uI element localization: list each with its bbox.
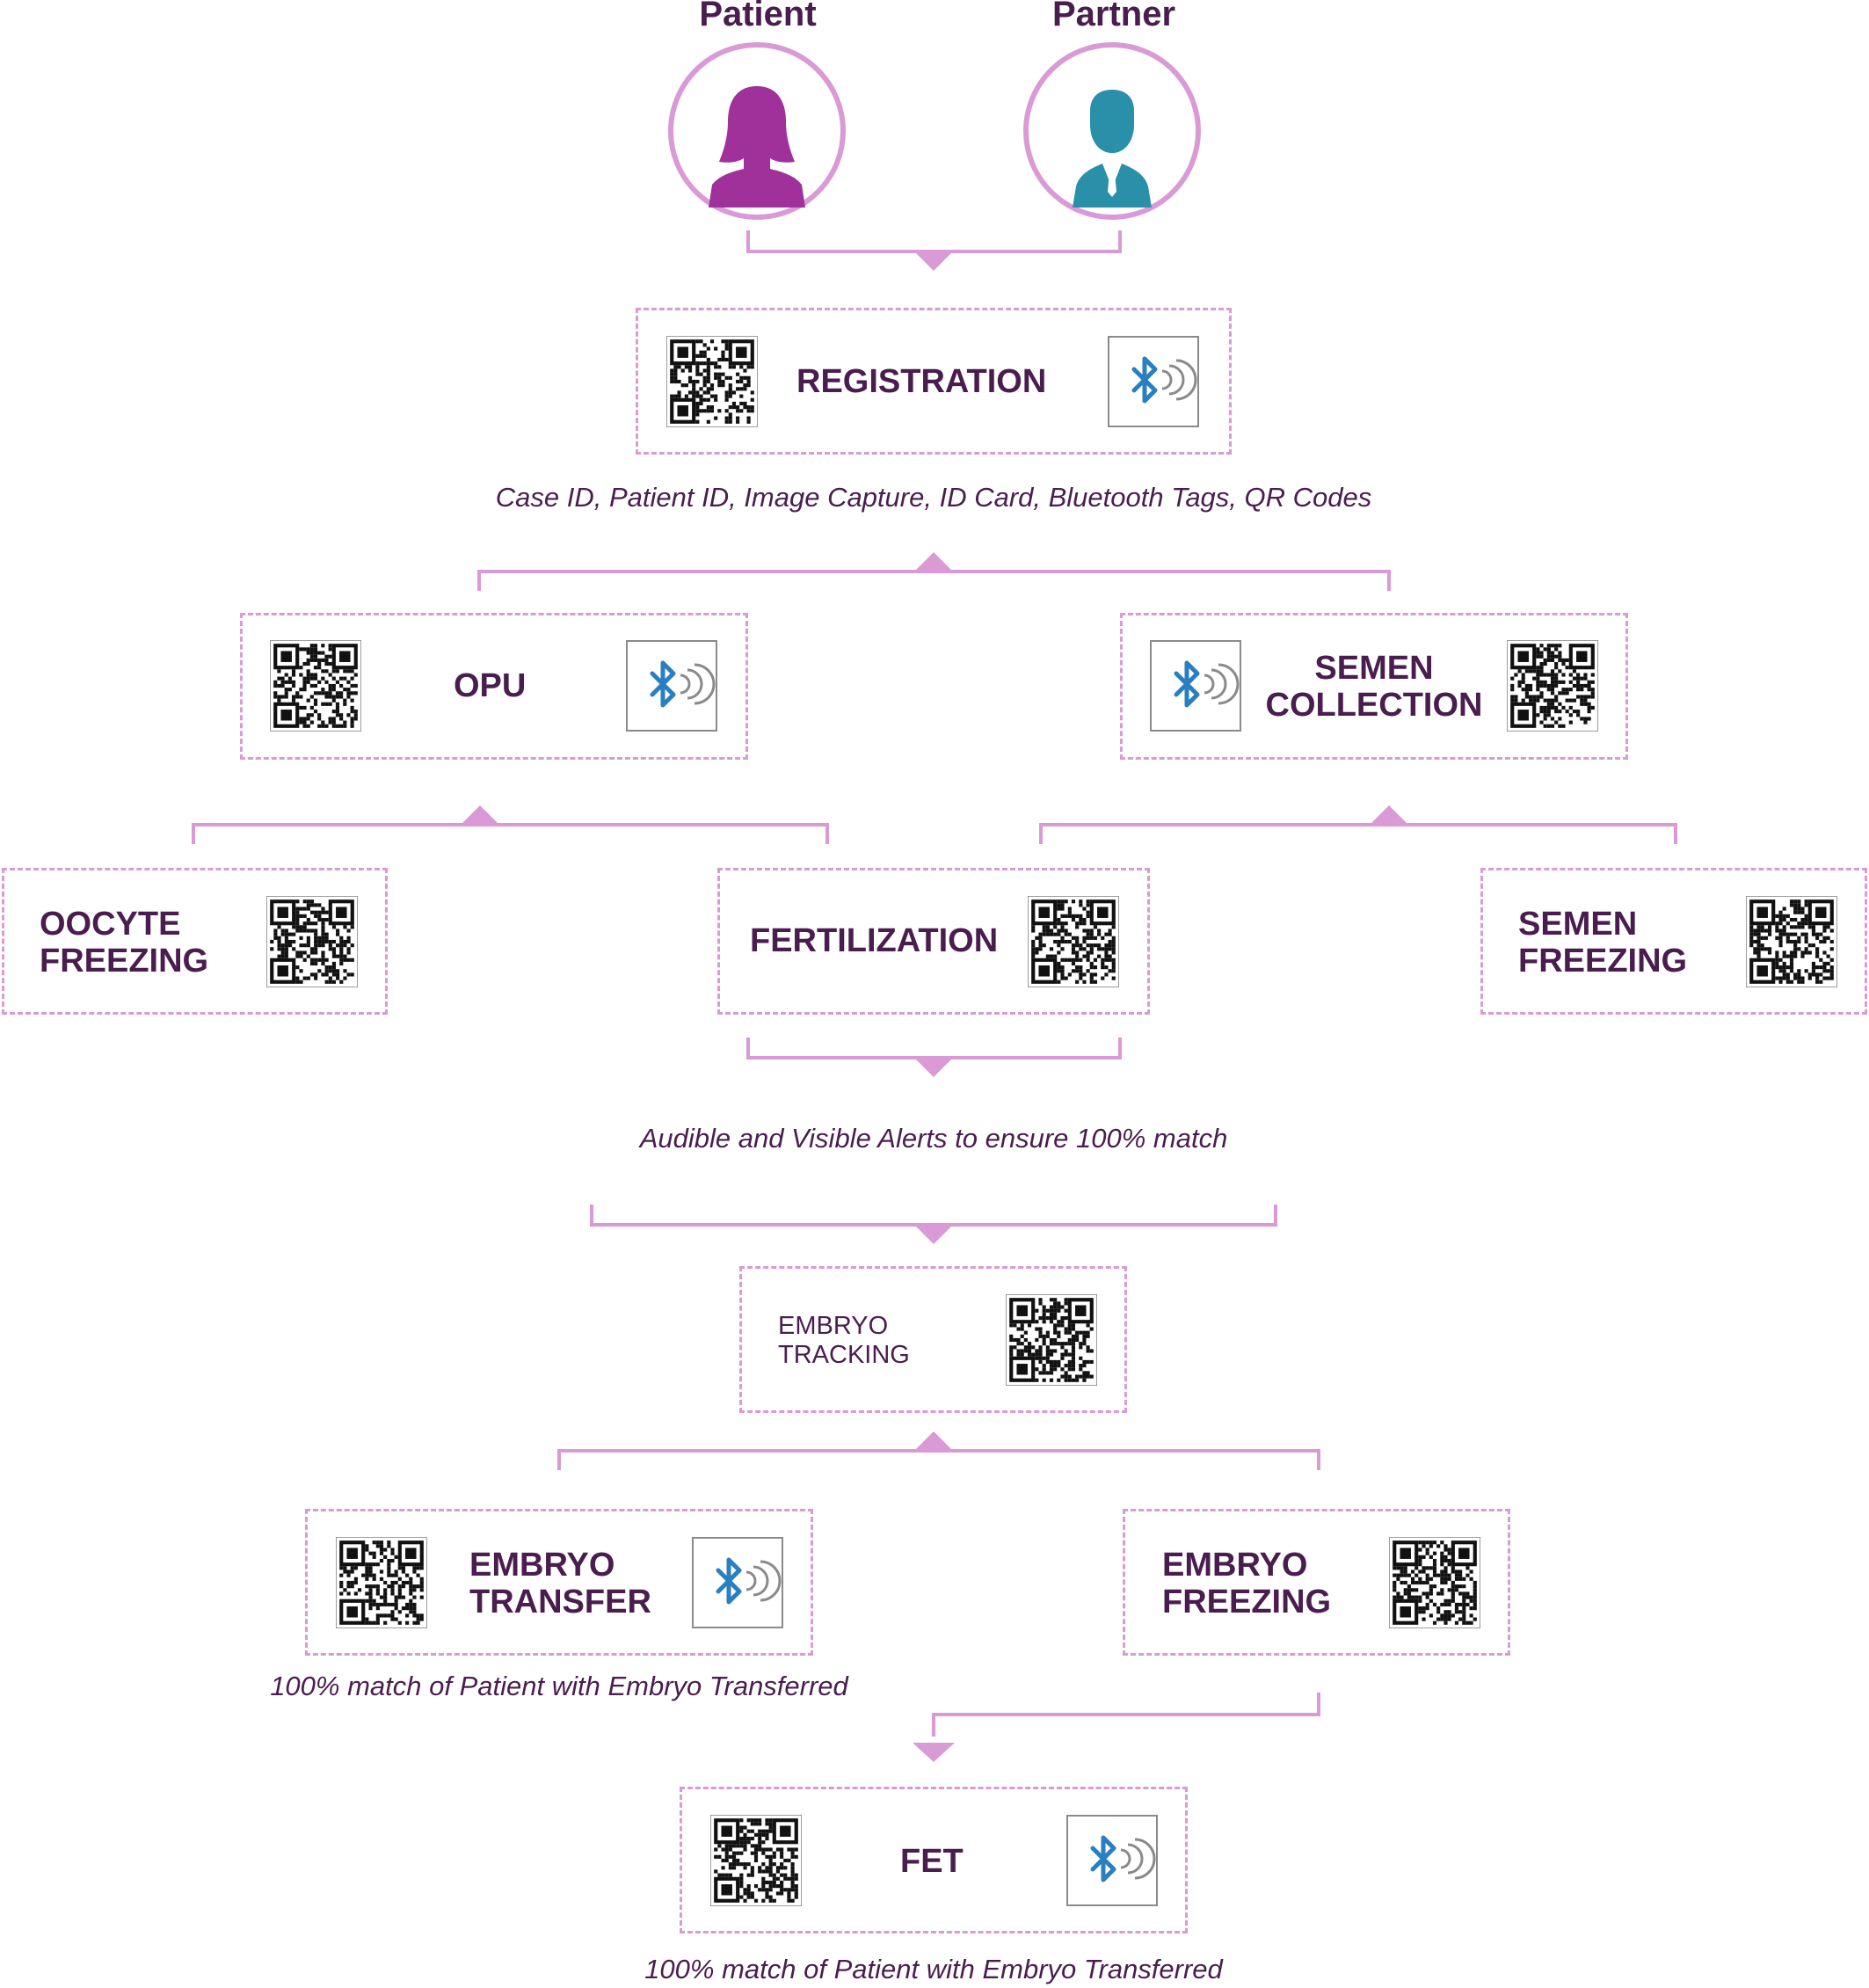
qr-code-icon (335, 1536, 428, 1629)
qr-code-icon (1388, 1536, 1481, 1629)
qr-code-icon (1027, 895, 1120, 988)
registration-label: REGISTRATION (796, 363, 1047, 400)
fet-label: FET (900, 1843, 964, 1880)
connector-fertilization-merge (746, 1038, 1122, 1060)
arrow-up-opu-split (461, 805, 499, 825)
bluetooth-tag-icon (692, 1537, 783, 1628)
partner-label: Partner (1051, 0, 1176, 33)
bluetooth-tag-icon (1108, 336, 1199, 427)
connector-tracking-split (557, 1449, 1320, 1470)
partner-avatar (1023, 42, 1201, 220)
alerts-caption: Audible and Visible Alerts to ensure 100… (639, 1123, 1228, 1154)
qr-code-icon (265, 895, 359, 988)
connector-alerts-merge (590, 1205, 1277, 1227)
bluetooth-tag-icon (626, 640, 717, 732)
arrow-up-tracking-split (914, 1431, 953, 1451)
connector-freezing-to-fet (932, 1693, 1320, 1737)
qr-code-icon (1745, 895, 1838, 988)
qr-code-icon (665, 335, 759, 428)
patient-avatar (668, 42, 846, 220)
oocyte-freezing-label: OOCYTE FREEZING (40, 906, 209, 979)
bluetooth-tag-icon (1150, 640, 1241, 732)
qr-code-icon (269, 639, 362, 732)
bluetooth-tag-icon (1066, 1815, 1158, 1906)
connector-semen-split (1039, 823, 1677, 844)
arrow-down-alerts (914, 1225, 953, 1244)
semen-freezing-label: SEMEN FREEZING (1518, 906, 1688, 979)
arrow-down-registration (914, 251, 953, 271)
connector-opu-split (192, 823, 829, 844)
qr-code-icon (709, 1814, 803, 1907)
qr-code-icon (1506, 639, 1599, 732)
embryo-freezing-label: EMBRYO FREEZING (1162, 1547, 1332, 1620)
arrow-down-fet (913, 1743, 955, 1762)
arrow-down-fertilization (914, 1058, 953, 1077)
registration-caption: Case ID, Patient ID, Image Capture, ID C… (495, 482, 1372, 513)
fertilization-label: FERTILIZATION (750, 922, 999, 959)
opu-label: OPU (454, 667, 527, 704)
patient-label: Patient (699, 0, 817, 33)
male-user-icon (1073, 90, 1152, 208)
embryo-transfer-label: EMBRYO TRANSFER (469, 1547, 651, 1620)
semen-collection-label: SEMEN COLLECTION (1265, 650, 1483, 724)
fet-caption: 100% match of Patient with Embryo Transf… (644, 1954, 1223, 1984)
arrow-up-registration-split (914, 552, 953, 572)
embryo-tracking-label: EMBRYO TRACKING (778, 1312, 910, 1369)
qr-code-icon (1005, 1293, 1098, 1387)
arrow-up-semen-split (1370, 805, 1408, 825)
embryo-tracking-box[interactable] (739, 1266, 1127, 1413)
connector-persons-to-registration (746, 230, 1122, 253)
female-user-icon (709, 86, 805, 208)
embryo-transfer-caption: 100% match of Patient with Embryo Transf… (270, 1671, 848, 1701)
connector-registration-split (477, 570, 1391, 591)
